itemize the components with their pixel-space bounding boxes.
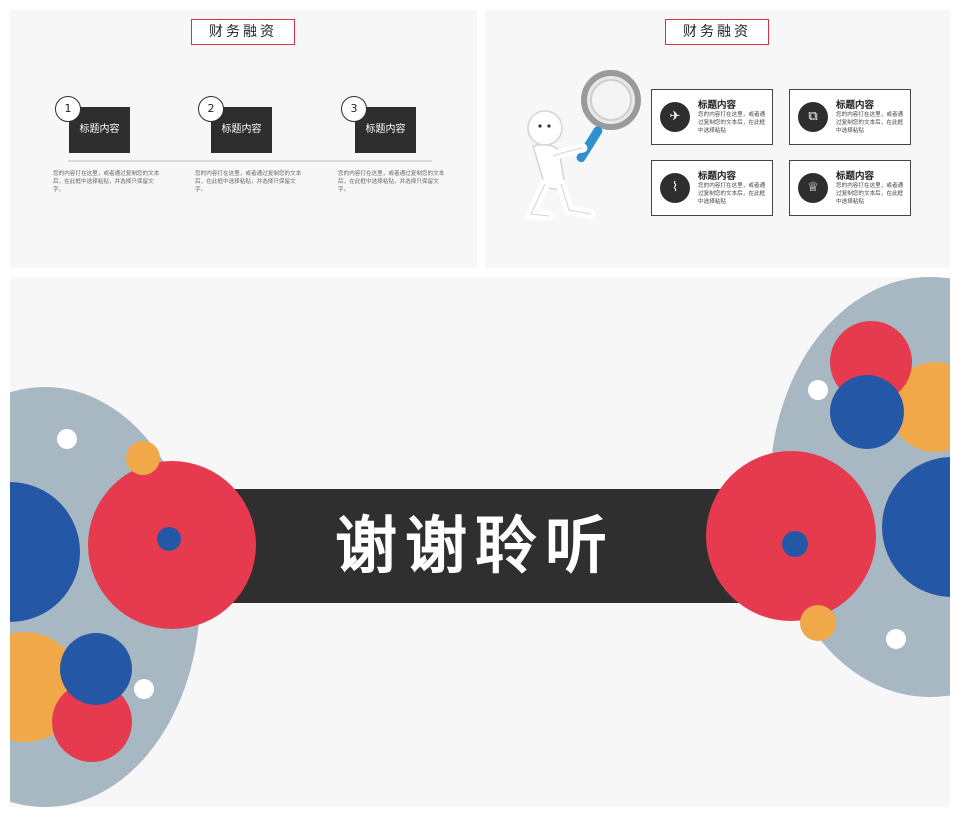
- decor-white-dot: [886, 629, 906, 649]
- info-card-3: ⌇ 标题内容 您的内容打在这里，或者通过复制您的文本后，在此框中选择粘贴: [651, 160, 773, 216]
- paperclip-icon: ⌇: [660, 173, 690, 203]
- decor-blue-ball: [830, 375, 904, 449]
- thank-you-banner: [210, 489, 740, 603]
- info-card-1: ✈ 标题内容 您的内容打在这里，或者通过复制您的文本后，在此框中选择粘贴: [651, 89, 773, 145]
- trophy-icon: ♕: [798, 173, 828, 203]
- card-title: 标题内容: [698, 100, 737, 111]
- card-title: 标题内容: [836, 100, 875, 111]
- step-3-number: 3: [341, 96, 367, 122]
- card-title: 标题内容: [836, 171, 875, 182]
- decor-white-dot: [808, 380, 828, 400]
- decor-blue-dot: [157, 527, 181, 551]
- magnifier-figure-illustration: [523, 70, 641, 221]
- card-text: 您的内容打在这里，或者通过复制您的文本后，在此框中选择粘贴: [698, 183, 766, 205]
- decor-blue-dot: [782, 531, 808, 557]
- timeline-line: [68, 160, 432, 162]
- paper-plane-icon: ✈: [660, 102, 690, 132]
- thank-you-text: 谢谢聆听: [334, 509, 615, 582]
- decor-white-dot: [134, 679, 154, 699]
- card-title: 标题内容: [698, 171, 737, 182]
- info-card-2: ⧉ 标题内容 您的内容打在这里，或者通过复制您的文本后，在此框中选择粘贴: [789, 89, 911, 145]
- decor-orange-ball-small: [800, 605, 836, 641]
- card-text: 您的内容打在这里，或者通过复制您的文本后，在此框中选择粘贴: [698, 112, 766, 134]
- decor-orange-ball-small: [126, 441, 160, 475]
- step-3-description: 您的内容打在这里，或者通过复制您的文本后，在此框中选择粘贴，并选择只保留文字。: [338, 171, 445, 193]
- slide-finance-cards: 财务融资 ✈ 标题内容 您的内容打在这里，或者通过复制您的文本后，在此框中选择粘…: [485, 10, 950, 268]
- info-card-4: ♕ 标题内容 您的内容打在这里，或者通过复制您的文本后，在此框中选择粘贴: [789, 160, 911, 216]
- step-1-number: 1: [55, 96, 81, 122]
- decor-blue-ball: [60, 633, 132, 705]
- step-2-number: 2: [198, 96, 224, 122]
- copy-icon: ⧉: [798, 102, 828, 132]
- step-2-description: 您的内容打在这里，或者通过复制您的文本后，在此框中选择粘贴，并选择只保留文字。: [195, 171, 302, 193]
- slide-title: 财务融资: [191, 19, 295, 45]
- card-text: 您的内容打在这里，或者通过复制您的文本后，在此框中选择粘贴: [836, 183, 904, 205]
- slide-title: 财务融资: [665, 19, 769, 45]
- decor-white-dot: [57, 429, 77, 449]
- slide-thank-you: 谢谢聆听: [10, 277, 950, 807]
- slide-finance-steps: 财务融资 标题内容 1 您的内容打在这里，或者通过复制您的文本后，在此框中选择粘…: [10, 10, 477, 268]
- step-1-description: 您的内容打在这里，或者通过复制您的文本后，在此框中选择粘贴，并选择只保留文字。: [53, 171, 160, 193]
- card-text: 您的内容打在这里，或者通过复制您的文本后，在此框中选择粘贴: [836, 112, 904, 134]
